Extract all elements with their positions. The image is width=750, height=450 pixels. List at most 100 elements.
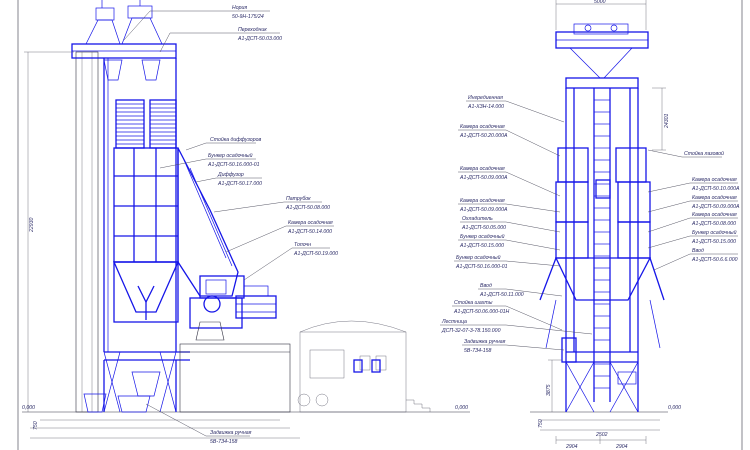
callout-r-r-4: Бункер осадочный А1-ДСП-50.15.000	[647, 229, 738, 249]
callout-diffuser: Диффузор А1-ДСП-50.17.000	[195, 172, 262, 187]
dim-right-lower: 3875	[546, 384, 552, 396]
callout-r-l-3: Камера осадочная А1-ДСП-50.09.000А	[458, 198, 561, 213]
svg-text:Ингредиенная: Ингредиенная	[468, 95, 503, 101]
svg-text:А1-ДСП-50.15.000: А1-ДСП-50.15.000	[691, 239, 736, 245]
diffuser-duct	[177, 147, 245, 299]
callout-r-l-9: Лестница ДСП-32-07-3-78.150.000	[440, 319, 593, 335]
svg-text:А1-ДСП-50.17.000: А1-ДСП-50.17.000	[217, 181, 262, 187]
svg-text:Бункер осадочный: Бункер осадочный	[460, 233, 505, 240]
svg-text:Бункер осадочный: Бункер осадочный	[208, 152, 253, 159]
right-tower-frame	[539, 88, 665, 413]
callout-r-r-3: Камера осадочная А1-ДСП-50.08.000	[647, 212, 738, 233]
svg-text:Лестница: Лестница	[441, 319, 467, 325]
callout-r-l-7: Ввод А1-ДСП-50.11.000	[478, 283, 563, 298]
svg-text:А1-ДСП-50.16.000-01: А1-ДСП-50.16.000-01	[207, 162, 260, 168]
callout-r-l-10: Задвижка ручная 5В-7З4-158	[462, 339, 565, 354]
svg-text:А1-ДСП-50.09.000А: А1-ДСП-50.09.000А	[459, 207, 508, 213]
callout-branch-pipe: Патрубок А1-ДСП-50.08.000	[213, 196, 330, 213]
svg-text:Диффузор: Диффузор	[217, 172, 244, 178]
dim-pit-right: 750	[538, 419, 544, 428]
left-height-dimension: 22930 0,000 0,000 750	[22, 51, 468, 430]
svg-text:Стойка шахты: Стойка шахты	[454, 299, 493, 306]
svg-text:Камера осадочная: Камера осадочная	[460, 166, 505, 172]
dim-bottom-right: 2904	[615, 444, 628, 450]
right-top-dimension: 5000	[555, 0, 647, 30]
dim-bottom-mid: 2502	[595, 432, 608, 438]
callout-r-l-0: Ингредиенная А1-ХЗН-14.000	[466, 95, 565, 123]
svg-text:А1-ДСП-50.11.000: А1-ДСП-50.11.000	[479, 292, 524, 298]
callout-settling-chamber: Камера осадочная А1-ДСП-50.14.000	[225, 220, 334, 253]
svg-text:А1-ДСП-50.19.000: А1-ДСП-50.19.000	[293, 251, 338, 257]
right-view: 5000	[440, 0, 740, 450]
dim-right-upper: 24301	[664, 113, 670, 129]
svg-text:Стойка диффузоров: Стойка диффузоров	[210, 136, 261, 143]
right-view-left-callouts: Ингредиенная А1-ХЗН-14.000 Камера осадоч…	[440, 95, 593, 354]
svg-text:Камера осадочная: Камера осадочная	[692, 195, 737, 201]
callout-r-r-1: Камера осадочная А1-ДСП-50.10.000А	[647, 177, 740, 193]
callout-r-l-4: Охладитель А1-ДСП-50.05.000	[460, 216, 561, 233]
svg-text:А1-ДСП-50.6.6.000: А1-ДСП-50.6.6.000	[691, 257, 738, 263]
callout-gate-valve-left: Задвижка ручная 5В-7З4-158	[145, 403, 252, 445]
svg-text:ДСП-32-07-3-78.150.000: ДСП-32-07-3-78.150.000	[441, 328, 501, 334]
callout-adapter: Переходник А1-ДСП-50.03.000	[159, 27, 282, 53]
svg-text:Топочн: Топочн	[294, 242, 311, 248]
callout-r-r-0: Стойка лазовой	[647, 149, 724, 158]
right-tower-head	[555, 23, 649, 89]
left-tower	[71, 0, 190, 413]
svg-text:Переходник: Переходник	[238, 27, 267, 33]
callout-noria: Нория 50-9Н-175/24	[123, 5, 270, 41]
cooler-hatching	[116, 103, 176, 145]
svg-text:А1-ДСП-50.09.000А: А1-ДСП-50.09.000А	[459, 175, 508, 181]
callout-r-r-5: Ввод А1-ДСП-50.6.6.000	[653, 248, 738, 271]
svg-text:А1-ДСП-50.09.000А: А1-ДСП-50.09.000А	[691, 204, 740, 210]
callout-r-l-8: Стойка шахты А1-ДСП-50.06.000-01Н	[452, 299, 563, 331]
callout-r-l-2: Камера осадочная А1-ДСП-50.09.000А	[458, 166, 561, 197]
dim-zero-left: 0,000	[22, 405, 35, 411]
svg-text:А1-ХЗН-14.000: А1-ХЗН-14.000	[467, 104, 504, 110]
svg-text:Бункер осадочный: Бункер осадочный	[692, 229, 737, 236]
callout-r-l-6: Бункер осадочный А1-ДСП-50.16.000-01	[454, 254, 561, 270]
annex-building	[179, 320, 431, 413]
svg-text:5В-7З4-158: 5В-7З4-158	[464, 348, 492, 354]
svg-text:Камера осадочная: Камера осадочная	[288, 220, 333, 226]
callout-r-l-1: Камера осадочная А1-ДСП-50.20.000А	[458, 124, 561, 157]
svg-text:А1-ДСП-50.16.000-01: А1-ДСП-50.16.000-01	[455, 264, 508, 270]
svg-text:Камера осадочная: Камера осадочная	[692, 177, 737, 183]
elevator-shaft	[75, 51, 99, 413]
svg-text:Патрубок: Патрубок	[286, 196, 311, 202]
svg-text:Нория: Нория	[232, 5, 247, 11]
dim-zero-right: 0,000	[668, 405, 681, 411]
svg-text:Камера осадочная: Камера осадочная	[692, 212, 737, 218]
svg-text:А1-ДСП-50.08.000: А1-ДСП-50.08.000	[691, 221, 736, 227]
svg-text:Камера осадочная: Камера осадочная	[460, 198, 505, 204]
svg-text:А1-ДСП-50.05.000: А1-ДСП-50.05.000	[461, 225, 506, 231]
svg-text:А1-ДСП-50.20.000А: А1-ДСП-50.20.000А	[459, 133, 508, 139]
right-view-right-callouts: Стойка лазовой Камера осадочная А1-ДСП-5…	[647, 149, 740, 271]
left-callouts: Нория 50-9Н-175/24 Переходник А1-ДСП-50.…	[123, 5, 338, 445]
callout-furnace: Топочн А1-ДСП-50.19.000	[243, 242, 338, 281]
dim-zero-left-2: 0,000	[455, 405, 468, 411]
svg-text:Задвижка ручная: Задвижка ручная	[464, 339, 506, 345]
callout-hopper: Бункер осадочный А1-ДСП-50.16.000-01	[159, 152, 260, 169]
svg-text:А1-ДСП-50.08.000: А1-ДСП-50.08.000	[285, 205, 330, 211]
svg-text:Ввод: Ввод	[692, 248, 704, 254]
svg-text:Охладитель: Охладитель	[462, 216, 493, 222]
svg-text:А1-ДСП-50.14.000: А1-ДСП-50.14.000	[287, 229, 332, 235]
svg-text:А1-ДСП-50.15.000: А1-ДСП-50.15.000	[459, 243, 504, 249]
dim-top: 5000	[594, 0, 606, 5]
svg-text:5В-7З4-158: 5В-7З4-158	[210, 439, 238, 445]
sheet-frame	[17, 0, 743, 450]
ladder-rungs	[594, 99, 610, 389]
svg-text:Ввод: Ввод	[480, 283, 492, 289]
svg-text:50-9Н-175/24: 50-9Н-175/24	[232, 14, 264, 20]
svg-text:А1-ДСП-50.06.000-01Н: А1-ДСП-50.06.000-01Н	[453, 309, 510, 315]
right-dimensions: 24301 3875 0,000 750 2502 2904 2904	[538, 87, 681, 450]
callout-r-l-5: Бункер осадочный А1-ДСП-50.15.000	[458, 233, 561, 251]
callout-r-r-2: Камера осадочная А1-ДСП-50.09.000А	[647, 195, 740, 213]
dim-bottom-left: 2904	[565, 444, 578, 450]
left-view: 22930 0,000 0,000 750 Нория 50-9Н-175/24…	[22, 0, 470, 445]
dim-height: 22930	[29, 217, 35, 233]
right-ground-line	[530, 411, 668, 431]
dim-pit-left: 750	[33, 421, 39, 430]
